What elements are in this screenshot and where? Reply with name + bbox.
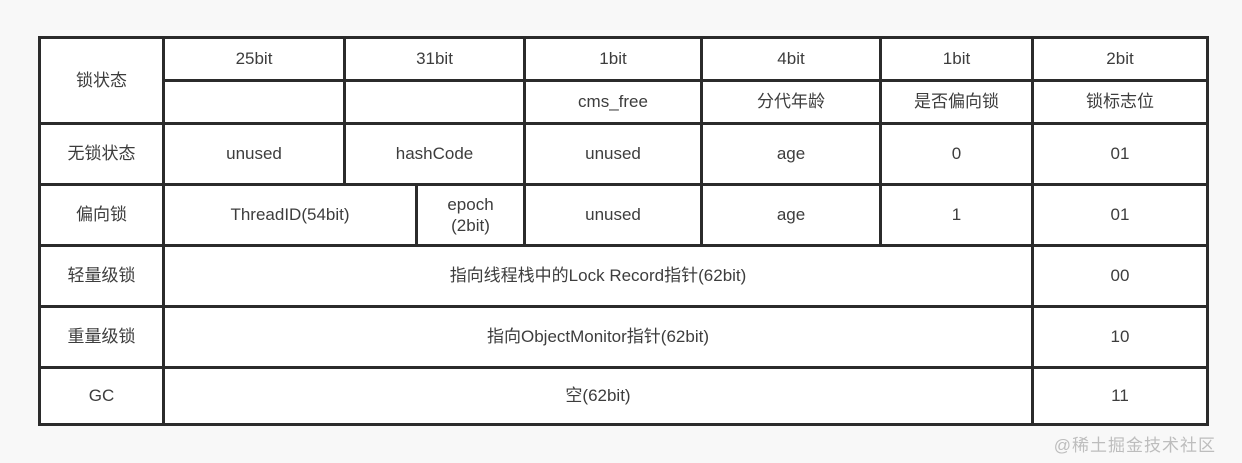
row-label-heavyweight-lock: 重量级锁 [38, 305, 165, 369]
row-label-gc: GC [38, 366, 165, 426]
no-lock-age-cell: age [700, 122, 882, 186]
field-is-biased-cell: 是否偏向锁 [879, 79, 1034, 125]
no-lock-flag-cell: 01 [1031, 122, 1209, 186]
no-lock-unused2-cell: unused [523, 122, 703, 186]
bits-4-cell: 4bit [700, 36, 882, 82]
bits-25-cell: 25bit [162, 36, 346, 82]
watermark-text: @稀土掘金技术社区 [1053, 436, 1216, 455]
field-cms-free-cell: cms_free [523, 79, 703, 125]
bits-1a-cell: 1bit [523, 36, 703, 82]
biased-unused-cell: unused [523, 183, 703, 247]
row-heavyweight-lock: 重量级锁 指向ObjectMonitor指针(62bit) 10 [38, 305, 1209, 369]
no-lock-biased-bit-cell: 0 [879, 122, 1034, 186]
header-row-bits: 锁状态 25bit 31bit 1bit 4bit 1bit 2bit [38, 36, 1209, 125]
no-lock-hashcode-cell: hashCode [343, 122, 526, 186]
lock-state-header-cell: 锁状态 [38, 36, 165, 125]
biased-age-cell: age [700, 183, 882, 247]
heavyweight-pointer-cell: 指向ObjectMonitor指针(62bit) [162, 305, 1034, 369]
bits-31-cell: 31bit [343, 36, 526, 82]
row-label-biased-lock: 偏向锁 [38, 183, 165, 247]
row-lightweight-lock: 轻量级锁 指向线程栈中的Lock Record指针(62bit) 00 [38, 244, 1209, 308]
field-generation-age-cell: 分代年龄 [700, 79, 882, 125]
biased-epoch-cell: epoch (2bit) [415, 183, 526, 247]
lightweight-pointer-cell: 指向线程栈中的Lock Record指针(62bit) [162, 244, 1034, 308]
biased-biased-bit-cell: 1 [879, 183, 1034, 247]
row-label-lightweight-lock: 轻量级锁 [38, 244, 165, 308]
gc-empty-cell: 空(62bit) [162, 366, 1034, 426]
row-biased-lock: 偏向锁 ThreadID(54bit) epoch (2bit) unused … [38, 183, 1209, 247]
bits-1b-cell: 1bit [879, 36, 1034, 82]
bits-2-cell: 2bit [1031, 36, 1209, 82]
no-lock-unused-cell: unused [162, 122, 346, 186]
biased-flag-cell: 01 [1031, 183, 1209, 247]
header-row-fields: cms_free 分代年龄 是否偏向锁 锁标志位 [40, 79, 1209, 125]
row-label-no-lock: 无锁状态 [38, 122, 165, 186]
biased-threadid-cell: ThreadID(54bit) [162, 183, 418, 247]
mark-word-table: 锁状态 25bit 31bit 1bit 4bit 1bit 2bit cms_… [38, 36, 1209, 426]
lightweight-flag-cell: 00 [1031, 244, 1209, 308]
heavyweight-flag-cell: 10 [1031, 305, 1209, 369]
row-gc: GC 空(62bit) 11 [38, 366, 1209, 426]
field-empty-25-cell [162, 79, 346, 125]
gc-flag-cell: 11 [1031, 366, 1209, 426]
field-lock-flag-cell: 锁标志位 [1031, 79, 1209, 125]
field-empty-31-cell [343, 79, 526, 125]
row-no-lock: 无锁状态 unused hashCode unused age 0 01 [38, 122, 1209, 186]
